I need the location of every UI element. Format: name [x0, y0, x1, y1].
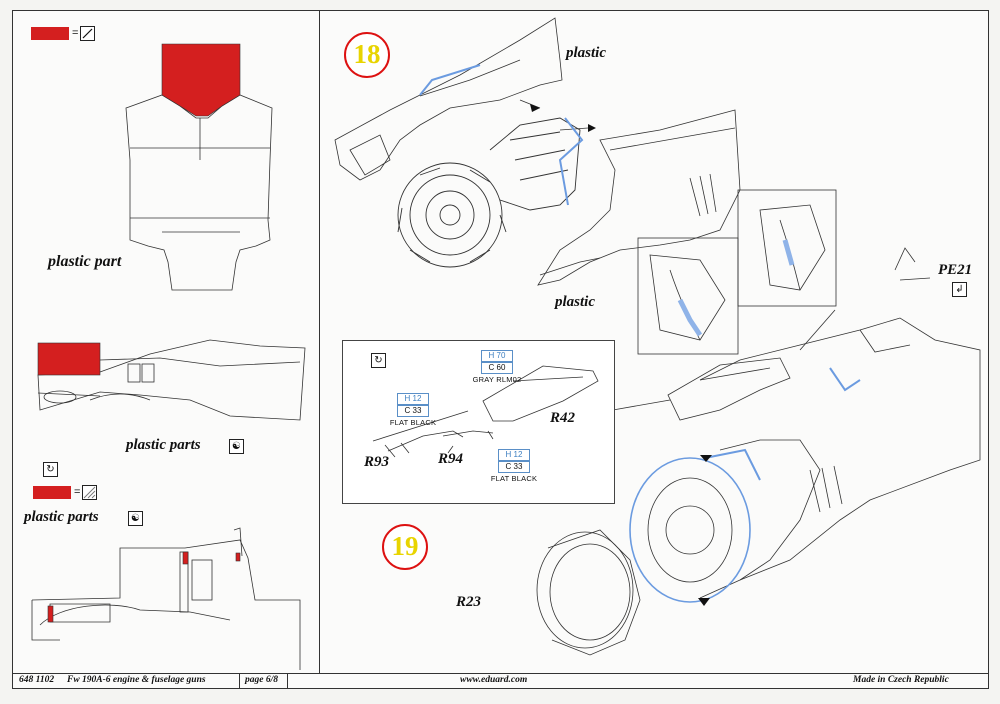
paint-c33-b: C 33	[498, 461, 530, 473]
mask-color-swatch	[31, 27, 69, 40]
footer-page: page 6/8	[245, 675, 278, 685]
paint-callout-black-2: H 12 C 33 FLAT BLACK	[479, 449, 549, 483]
paint-name-black-b: FLAT BLACK	[490, 474, 538, 483]
equals-sign-2: =	[74, 486, 81, 498]
hatched-fill-icon	[82, 485, 97, 500]
plastic-parts-label-2: plastic parts	[24, 509, 99, 525]
footer-code: 648 1102	[19, 675, 55, 685]
paint-name-black-a: FLAT BLACK	[389, 418, 437, 427]
paint-h12-b: H 12	[498, 449, 530, 461]
paint-c60: C 60	[481, 362, 513, 374]
mask-color-swatch-2	[33, 486, 71, 499]
paint-name-gray: GRAY RLM02	[472, 375, 522, 384]
paint-h12-a: H 12	[397, 393, 429, 405]
footer-made-in: Made in Czech Republic	[853, 675, 949, 685]
inset-line-art	[372, 365, 599, 458]
detail-inset: ↻	[342, 340, 615, 504]
footer-separator-1	[239, 674, 240, 688]
footer-url: www.eduard.com	[460, 675, 528, 685]
footer-bar: 648 1102 Fw 190A-6 engine & fuselage gun…	[12, 673, 989, 689]
plastic-part-label: plastic part	[48, 253, 122, 270]
part-r23-label: R23	[456, 594, 482, 610]
step-18-badge: 18	[344, 32, 390, 78]
plastic-label-top: plastic	[566, 45, 606, 61]
bend-arrow-icon: ↲	[952, 282, 967, 297]
paint-callout-black-1: H 12 C 33 FLAT BLACK	[378, 393, 448, 427]
plastic-parts-label-1: plastic parts	[126, 437, 201, 453]
yin-yang-icon: ☯	[229, 439, 244, 454]
part-r93-label: R93	[364, 454, 390, 470]
diagonal-line-icon	[80, 26, 95, 41]
footer-separator-2	[287, 674, 288, 688]
panel-divider	[319, 10, 320, 674]
yin-yang-icon-2: ☯	[128, 511, 143, 526]
flip-arrows-icon: ↻	[43, 462, 58, 477]
equals-sign: =	[72, 27, 79, 39]
flip-arrows-icon-inset: ↻	[371, 353, 386, 368]
part-r94-label: R94	[438, 451, 464, 467]
paint-c33-a: C 33	[397, 405, 429, 417]
part-r42-label: R42	[550, 410, 576, 426]
step-19-badge: 19	[382, 524, 428, 570]
footer-title: Fw 190A-6 engine & fuselage guns	[67, 675, 206, 685]
paint-callout-gray: H 70 C 60 GRAY RLM02	[462, 350, 532, 384]
part-pe21-label: PE21	[938, 262, 973, 278]
plastic-label-mid: plastic	[555, 294, 595, 310]
paint-h70: H 70	[481, 350, 513, 362]
